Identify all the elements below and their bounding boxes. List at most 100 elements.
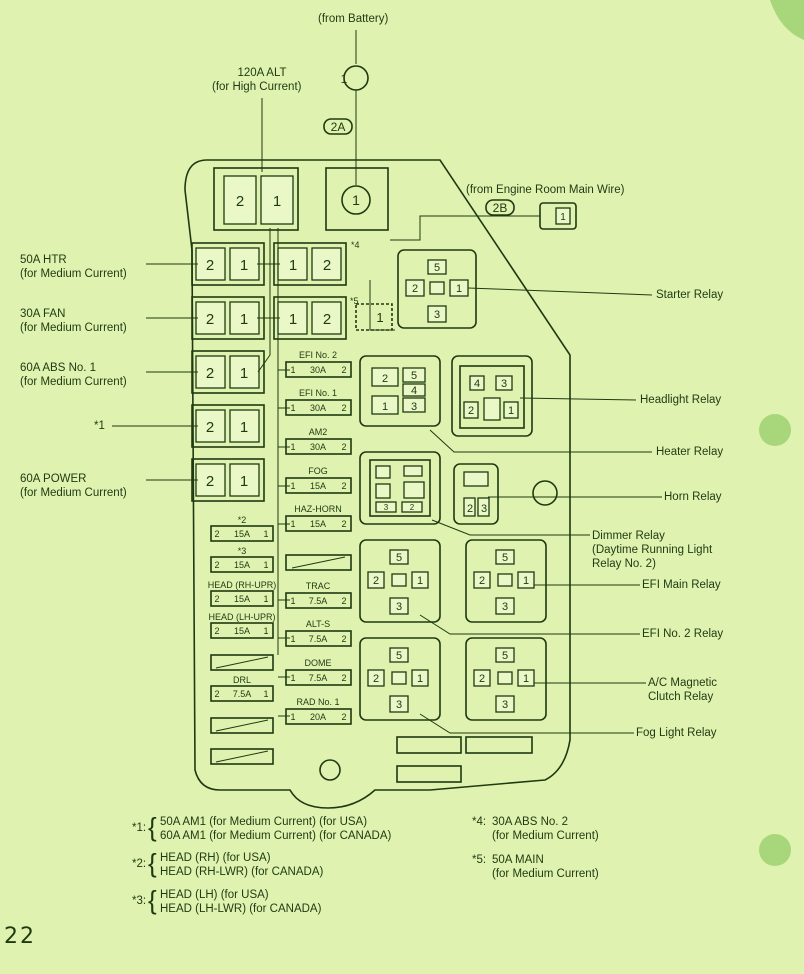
footnote-3-mark: *3: <box>132 895 147 907</box>
terminal-label: 2 <box>236 193 244 210</box>
svg-text:2: 2 <box>468 405 474 417</box>
binder-hole-tab <box>759 414 791 446</box>
svg-text:5: 5 <box>502 552 508 564</box>
svg-text:3: 3 <box>411 401 417 413</box>
svg-text:5: 5 <box>396 552 402 564</box>
marker-star5: *5 <box>350 296 359 306</box>
headlight-relay <box>451 355 533 437</box>
terminal-label: 2 <box>206 311 214 328</box>
svg-text:1: 1 <box>290 712 295 722</box>
svg-text:1: 1 <box>263 529 268 539</box>
footnote-2: *2: { HEAD (RH) (for USA) HEAD (RH-LWR) … <box>132 848 324 878</box>
terminal-label: 1 <box>289 311 297 328</box>
svg-text:2: 2 <box>410 503 415 512</box>
terminal-label: 1 <box>376 310 383 325</box>
footnote-1-mark: *1: <box>132 822 147 834</box>
footnote-4-line-1: 30A ABS No. 2 <box>492 816 569 828</box>
svg-text:1: 1 <box>456 283 462 295</box>
connector-2b-text: 2B <box>493 201 508 215</box>
svg-text:2: 2 <box>341 634 346 644</box>
fuse-amp: 20A <box>310 712 326 722</box>
fuse-name: RAD No. 1 <box>296 697 339 707</box>
page-number: 22 <box>4 924 36 949</box>
efi-no2-relay-label: EFI No. 2 Relay <box>642 628 724 640</box>
fuse-name: HEAD (LH-UPR) <box>208 612 275 622</box>
svg-text:1: 1 <box>290 481 295 491</box>
connector-2a-badge <box>323 118 353 135</box>
fuse-amp: 15A <box>234 529 250 539</box>
svg-text:3: 3 <box>501 378 507 390</box>
fuse-box-outline <box>184 159 571 809</box>
footnote-2-line-1: HEAD (RH) (for USA) <box>160 852 271 864</box>
efi-main-relay <box>465 539 547 623</box>
svg-text:5: 5 <box>434 262 440 274</box>
svg-text:1: 1 <box>290 519 295 529</box>
svg-text:1: 1 <box>523 673 529 685</box>
engine-room-wire <box>390 215 540 241</box>
footnote-1-line-2: 60A AM1 (for Medium Current) (for CANADA… <box>160 830 392 842</box>
horn-relay <box>453 463 499 525</box>
battery-bolt <box>341 185 371 215</box>
spare-fuse-slots <box>396 736 533 783</box>
from-engine-room-label: (from Engine Room Main Wire) <box>466 184 625 196</box>
svg-text:1: 1 <box>263 594 268 604</box>
svg-text:1: 1 <box>417 575 423 587</box>
terminal-label: 1 <box>240 473 248 490</box>
footnote-5-line-2: (for Medium Current) <box>492 868 599 880</box>
footnote-5: *5: 50A MAIN (for Medium Current) <box>472 853 672 883</box>
svg-text:2: 2 <box>479 673 485 685</box>
svg-text:2: 2 <box>412 283 418 295</box>
footnote-2-mark: *2: <box>132 858 147 870</box>
heater-relay <box>359 355 441 427</box>
terminal-label: 1 <box>240 257 248 274</box>
svg-text:2: 2 <box>214 529 219 539</box>
footnote-4-line-2: (for Medium Current) <box>492 830 599 842</box>
battery-terminal-number: 1 <box>341 72 348 86</box>
terminal-label: 1 <box>289 257 297 274</box>
svg-text:2: 2 <box>341 673 346 683</box>
mounting-hole <box>532 480 558 506</box>
from-battery-label: (from Battery) <box>318 13 389 25</box>
starter-relay-label: Starter Relay <box>656 289 724 301</box>
fuse-amp: 7.5A <box>309 596 328 606</box>
fuse-name: ALT-S <box>306 619 330 629</box>
svg-text:5: 5 <box>502 650 508 662</box>
left-label-star1: *1 <box>94 420 105 432</box>
fuse-amp: 15A <box>234 626 250 636</box>
svg-text:1: 1 <box>290 634 295 644</box>
left-label-power-2: (for Medium Current) <box>20 487 127 499</box>
horn-relay-label: Horn Relay <box>664 491 722 503</box>
fuse-amp: 30A <box>310 403 326 413</box>
footnote-1-line-1: 50A AM1 (for Medium Current) (for USA) <box>160 816 368 828</box>
fuse-amp: 15A <box>234 594 250 604</box>
terminal-label: 2 <box>206 365 214 382</box>
fuse-name: DOME <box>305 658 332 668</box>
fuse-amp: 30A <box>310 442 326 452</box>
starter-relay <box>397 249 477 329</box>
battery-terminal <box>343 65 369 91</box>
footnote-5-line-1: 50A MAIN <box>492 854 544 866</box>
svg-text:1: 1 <box>290 403 295 413</box>
svg-text:4: 4 <box>474 378 480 390</box>
dimmer-relay <box>359 451 441 525</box>
terminal-label: 1 <box>240 365 248 382</box>
left-label-htr-2: (for Medium Current) <box>20 268 127 280</box>
svg-text:1: 1 <box>417 673 423 685</box>
engine-room-pin <box>555 207 571 225</box>
fuse-name: HAZ-HORN <box>294 504 342 514</box>
svg-text:2: 2 <box>341 481 346 491</box>
busbar-wires <box>257 228 395 717</box>
dimmer-relay-label-3: Relay No. 2) <box>592 558 656 570</box>
alt-fuse-cell <box>223 175 257 225</box>
svg-text:2: 2 <box>214 594 219 604</box>
efi-main-relay-label: EFI Main Relay <box>642 579 721 591</box>
svg-text:1: 1 <box>523 575 529 587</box>
left-small-fuse-column <box>210 525 274 765</box>
connector-2b-badge <box>485 199 515 216</box>
